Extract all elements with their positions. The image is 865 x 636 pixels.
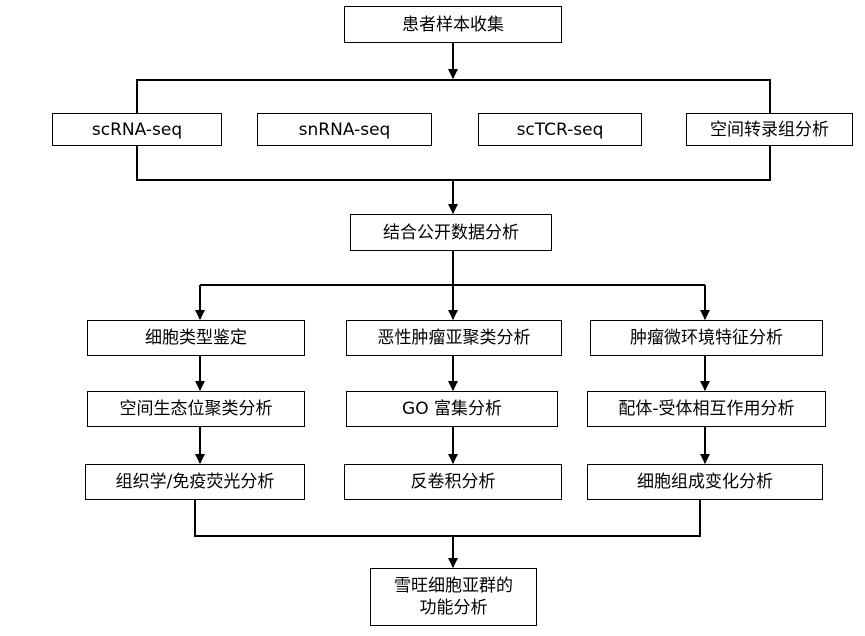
go-enrichment-box: GO 富集分析: [346, 391, 558, 427]
histology-immunofluorescence-box: 组织学/免疫荧光分析: [85, 464, 305, 500]
ligand-receptor-analysis-box: 配体-受体相互作用分析: [587, 391, 826, 427]
spatial-niche-clustering-box: 空间生态位聚类分析: [87, 391, 305, 427]
method-box-snrna-seq: snRNA-seq: [257, 113, 432, 146]
patient-sample-collection-box: 患者样本收集: [344, 6, 562, 43]
final-box-line-2: 功能分析: [419, 598, 488, 618]
cell-type-identification-box: 细胞类型鉴定: [87, 320, 305, 356]
public-data-integration-box: 结合公开数据分析: [350, 214, 552, 251]
cell-composition-change-box: 细胞组成变化分析: [587, 464, 823, 500]
method-box-sctcr-seq: scTCR-seq: [478, 113, 642, 146]
method-box-spatial-transcriptomics: 空间转录组分析: [686, 113, 853, 146]
method-box-scrna-seq: scRNA-seq: [52, 113, 222, 146]
tme-characterization-box: 肿瘤微环境特征分析: [590, 320, 823, 356]
schwann-subpopulation-function-box: 雪旺细胞亚群的 功能分析: [370, 568, 537, 626]
deconvolution-box: 反卷积分析: [344, 464, 562, 500]
malignant-subclustering-box: 恶性肿瘤亚聚类分析: [346, 320, 562, 356]
final-box-line-1: 雪旺细胞亚群的: [394, 576, 513, 596]
